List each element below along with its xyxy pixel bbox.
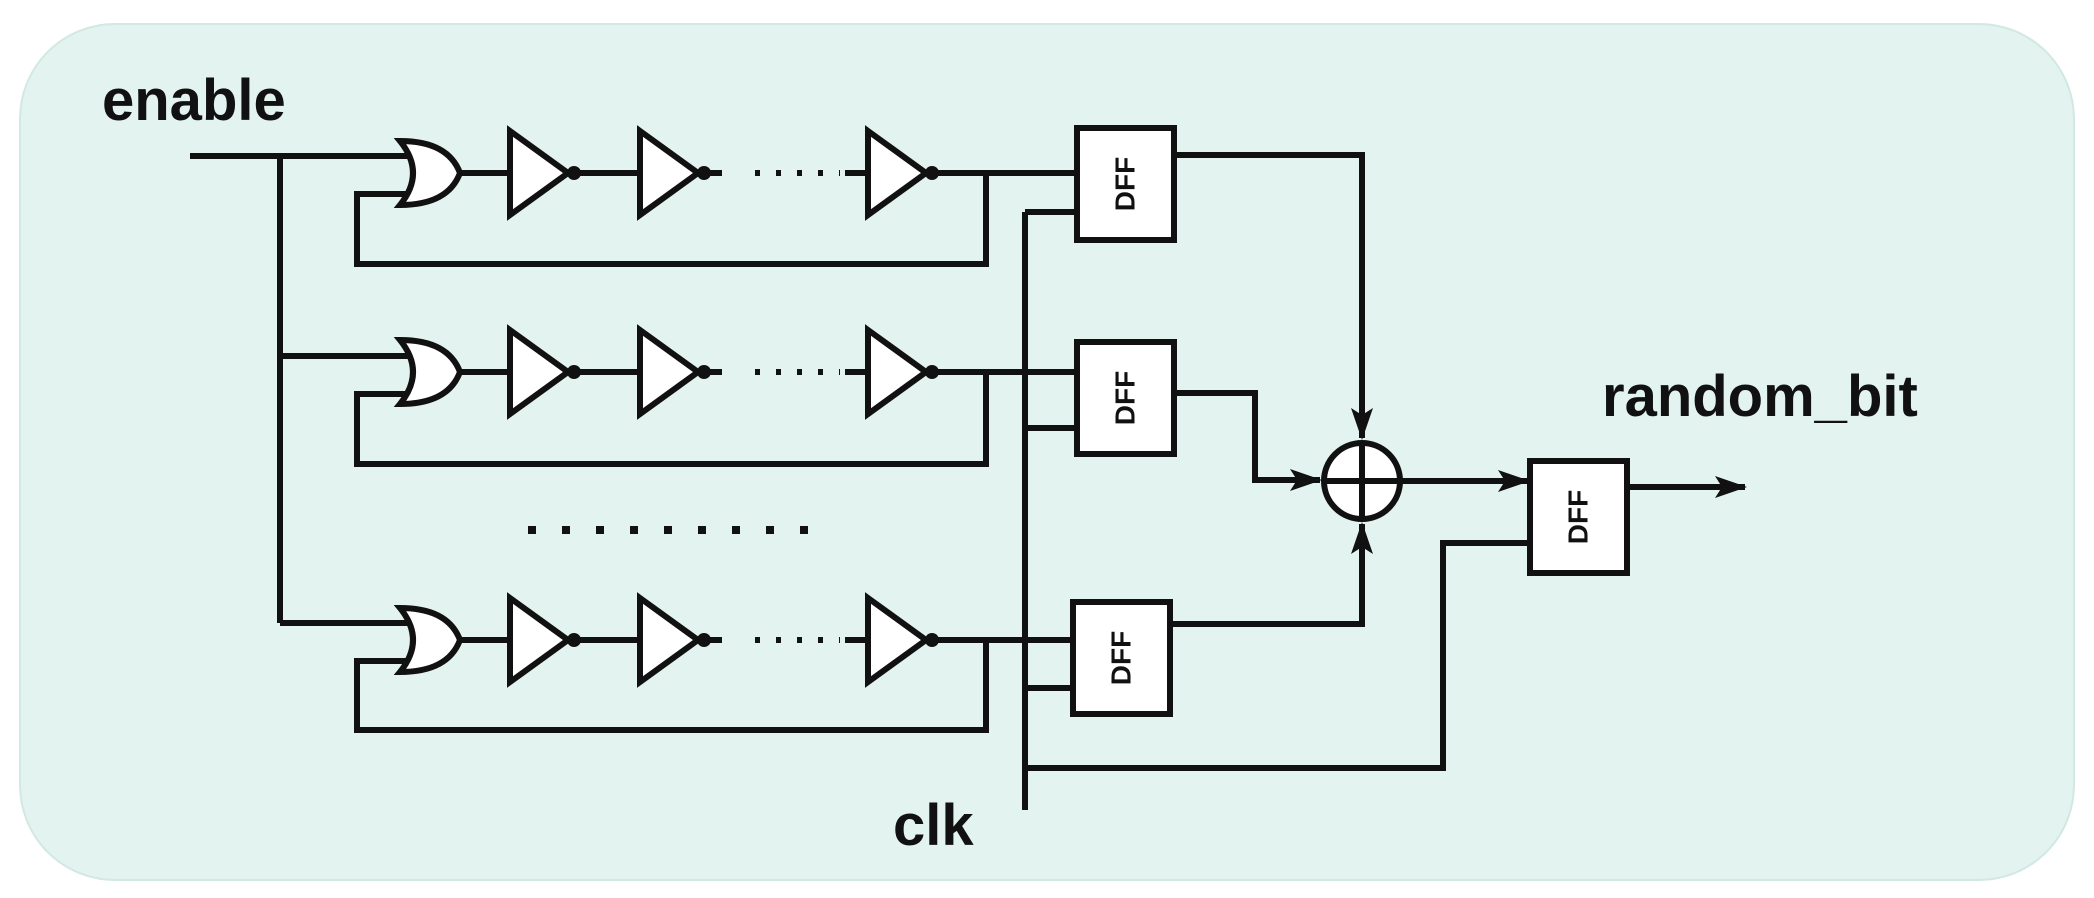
dff-3: DFF xyxy=(1070,599,1173,717)
xor-gate xyxy=(1321,440,1403,522)
inverter-bubble-3c xyxy=(925,633,939,647)
inverter-2b xyxy=(637,324,704,420)
inverter-2a xyxy=(507,324,574,420)
random-bit-label: random_bit xyxy=(1602,364,1918,429)
or-gate-1 xyxy=(393,137,464,209)
inverter-1b xyxy=(637,125,704,221)
ring-oscillator-3 xyxy=(354,592,1072,733)
ring-oscillator-1 xyxy=(354,125,1075,267)
inverter-3b xyxy=(637,592,704,688)
enable-bus xyxy=(190,153,408,626)
inverter-bubble-1c xyxy=(925,166,939,180)
inverter-bubble-2b xyxy=(697,365,711,379)
diagram-background xyxy=(19,23,2075,881)
or-gate-2 xyxy=(393,336,464,408)
inverter-bubble-1a xyxy=(567,166,581,180)
inverter-1c xyxy=(865,125,932,221)
inverter-1a xyxy=(507,125,574,221)
enable-label: enable xyxy=(102,68,286,133)
clock-bus xyxy=(1022,207,1541,810)
xor-inputs xyxy=(1172,152,1373,627)
dff-output: DFF xyxy=(1527,458,1630,576)
inverter-bubble-2c xyxy=(925,365,939,379)
dff-3-label: DFF xyxy=(1106,631,1137,685)
ring-oscillator-2 xyxy=(354,324,1075,467)
inverter-3a xyxy=(507,592,574,688)
clk-label: clk xyxy=(893,793,974,858)
inverter-bubble-2a xyxy=(567,365,581,379)
inverter-2c xyxy=(865,324,932,420)
dff-1: DFF xyxy=(1074,125,1177,243)
inverter-3c xyxy=(865,592,932,688)
dff-1-label: DFF xyxy=(1110,157,1141,211)
inverter-bubble-3a xyxy=(567,633,581,647)
dff-output-label: DFF xyxy=(1563,490,1594,544)
inverter-bubble-3b xyxy=(697,633,711,647)
dff-2-label: DFF xyxy=(1110,371,1141,425)
or-gate-3 xyxy=(393,604,464,676)
dff-2: DFF xyxy=(1074,339,1177,457)
inverter-bubble-1b xyxy=(697,166,711,180)
